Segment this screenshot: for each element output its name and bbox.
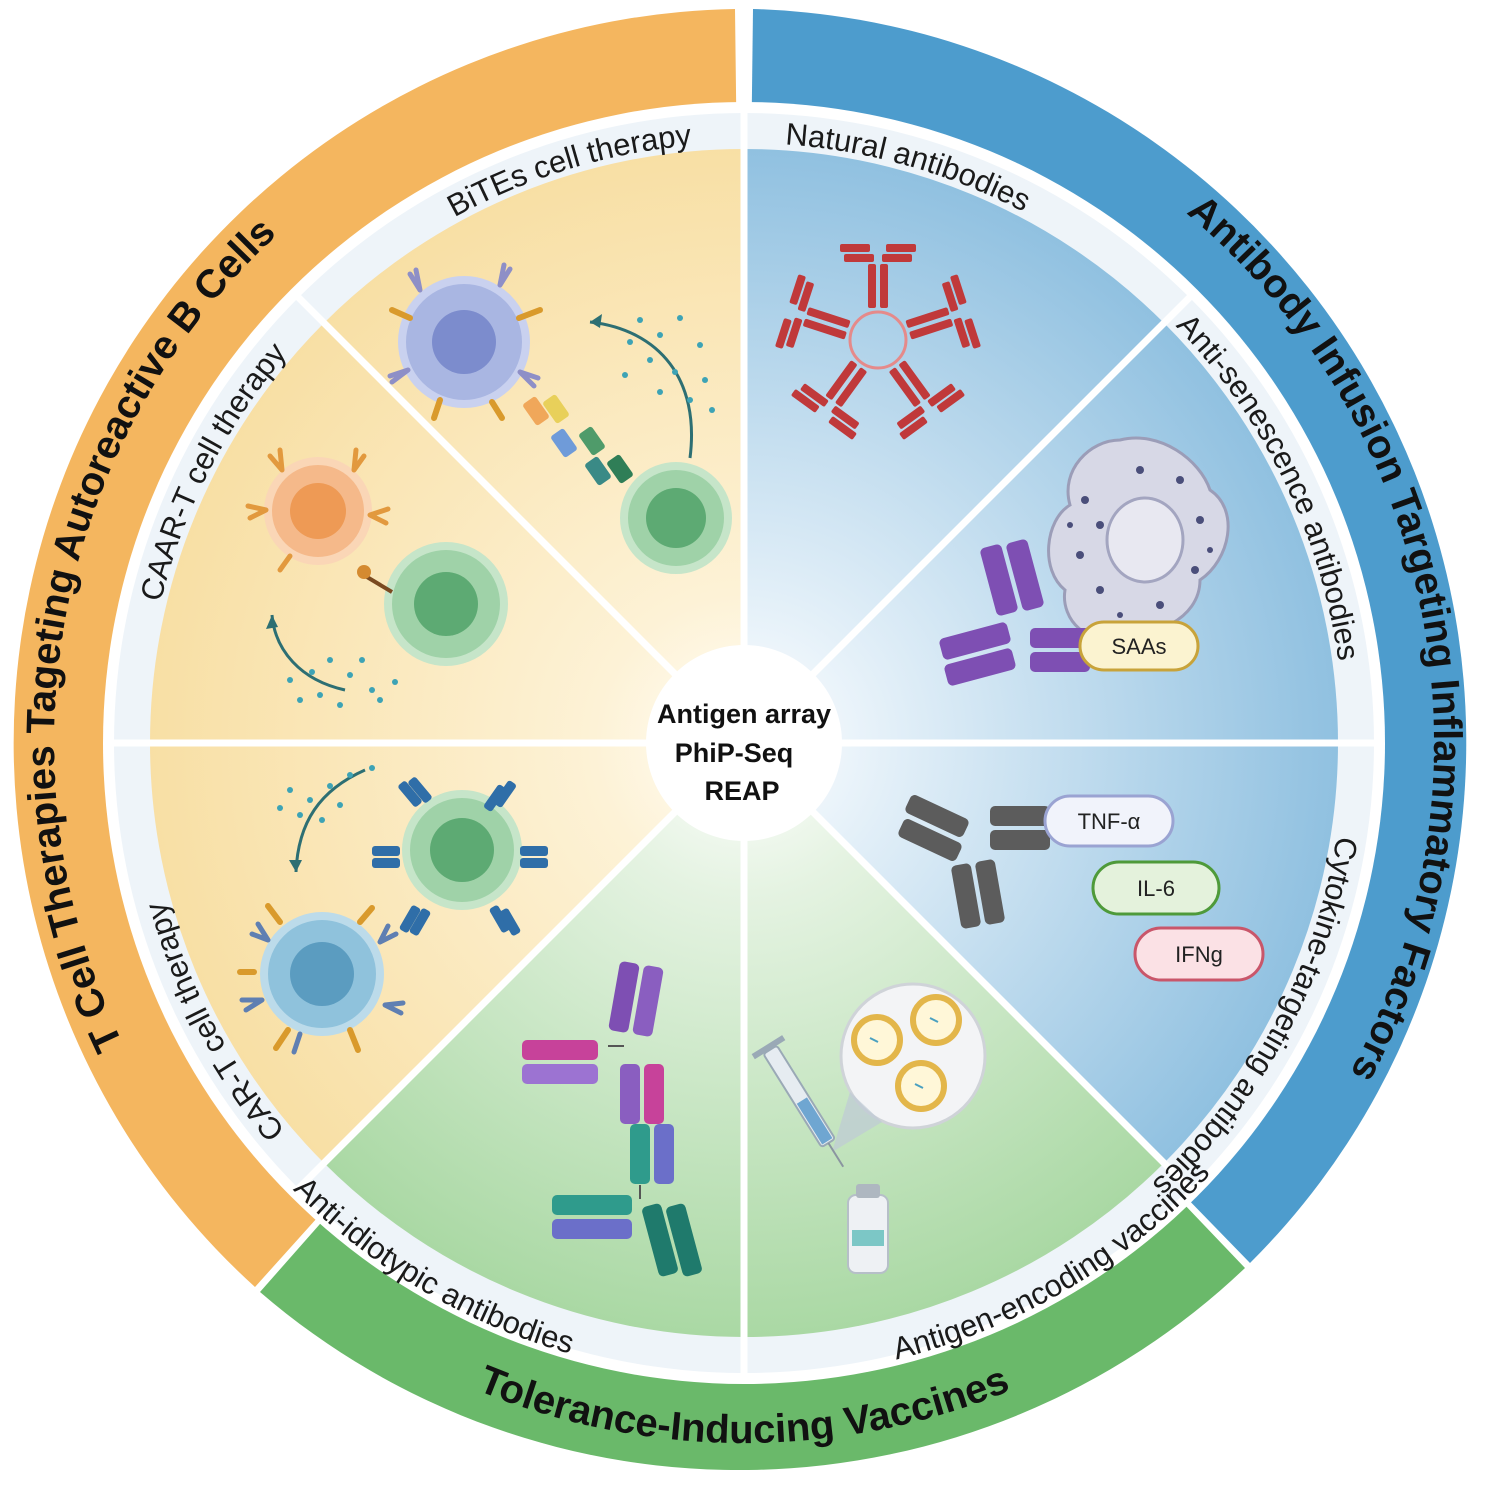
svg-text:TNF-α: TNF-α: [1078, 809, 1141, 834]
wedge-cytokine: [744, 743, 1338, 1164]
car-t-illustration: [237, 765, 548, 1055]
bites-illustration: [387, 262, 732, 574]
pill-tnf: TNF-α: [1043, 794, 1175, 848]
vaccine-illustration: [751, 982, 987, 1274]
anti-idiotypic-illustration: [522, 961, 702, 1277]
pentamer-antibody: [905, 274, 981, 349]
caar-t-illustration: [245, 447, 508, 708]
wedge-natural-antibodies: [744, 149, 1165, 743]
center-hub: [646, 645, 842, 841]
wedge-caar-t: [150, 322, 744, 743]
pill-saas: SAAs: [1078, 620, 1200, 672]
spoke-divider: [741, 740, 1200, 1199]
pill-il6: IL-6: [1091, 860, 1221, 916]
spoke-divider: [288, 287, 747, 746]
pentamer-antibody: [775, 274, 851, 349]
spoke-divider: [741, 287, 1200, 746]
spoke-divider: [288, 740, 747, 1199]
svg-text:IFNg: IFNg: [1175, 942, 1223, 967]
svg-text:IL-6: IL-6: [1137, 876, 1175, 901]
pentamer-antibody: [791, 360, 867, 440]
center-line-2: PhiP-Seq: [675, 738, 794, 768]
natural-antibodies-illustration: [775, 244, 981, 440]
pill-ifng: IFNg: [1133, 926, 1265, 982]
center-line-1: Antigen array: [657, 699, 831, 729]
cytokine-illustration: TNF-α IL-6 IFNg: [898, 794, 1265, 982]
center-line-3: REAP: [704, 776, 779, 806]
anti-senescence-illustration: SAAs: [939, 436, 1230, 686]
pentamer-antibody: [840, 244, 916, 308]
svg-text:SAAs: SAAs: [1111, 634, 1166, 659]
pentamer-antibody: [889, 360, 965, 440]
